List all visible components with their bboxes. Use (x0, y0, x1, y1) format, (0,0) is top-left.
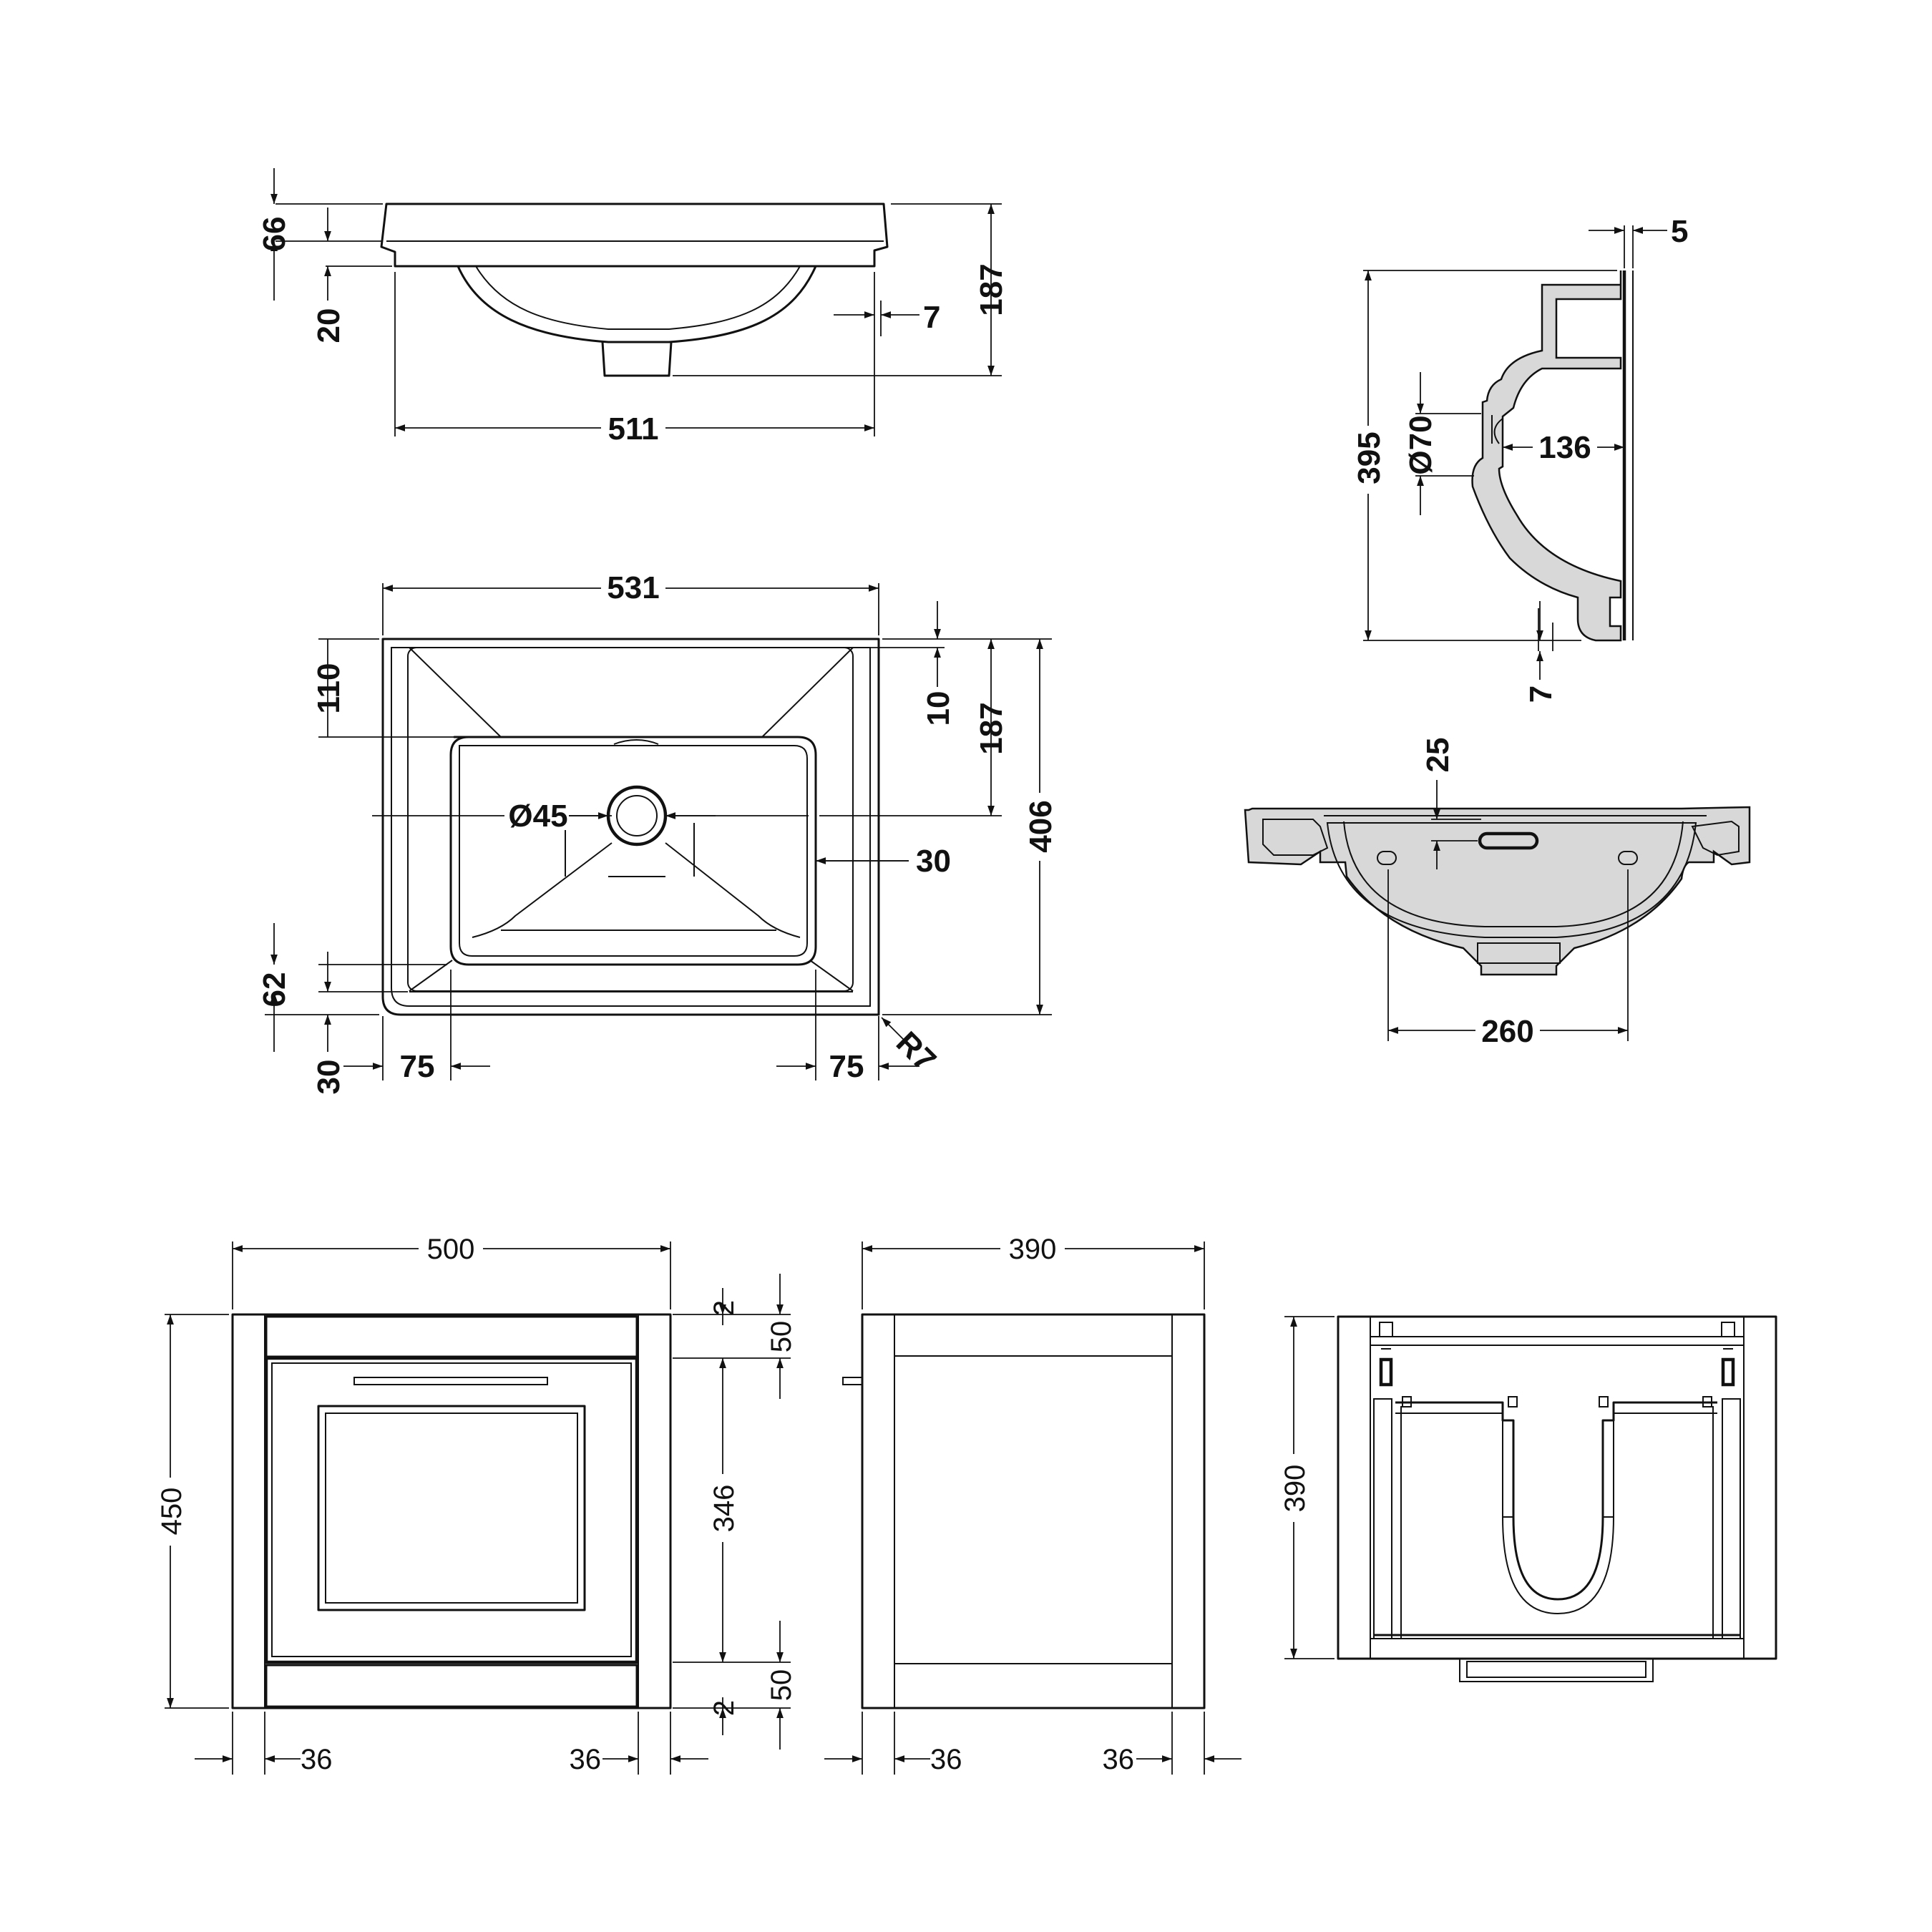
dim-346: 346 (708, 1485, 740, 1533)
basin-front-waste (601, 341, 673, 377)
dim-2-bottom: 2 (708, 1700, 740, 1716)
dim-531: 531 (607, 570, 659, 605)
dim-187-front: 187 (974, 263, 1009, 316)
basin-front-outline (380, 203, 889, 268)
cabinet-top-rail (265, 1315, 638, 1358)
dim-10-plan: 10 (921, 691, 956, 726)
cabinet-side-outline (861, 1313, 1206, 1709)
dim-75-left: 75 (400, 1049, 435, 1084)
cabinet-front-view: 500 450 2 50 346 50 2 36 36 (155, 1232, 797, 1775)
dim-2-top: 2 (708, 1300, 740, 1316)
dim-395: 395 (1352, 431, 1387, 484)
door-handle (353, 1377, 548, 1385)
basin-side-section: 5 395 Ø70 136 7 (1351, 214, 1688, 703)
dim-50-top: 50 (766, 1321, 797, 1353)
dim-30-right: 30 (916, 844, 951, 879)
dim-25: 25 (1420, 738, 1455, 773)
dim-50-bottom: 50 (766, 1669, 797, 1702)
dim-dia70: Ø70 (1403, 415, 1438, 474)
dim-20: 20 (311, 308, 346, 343)
dim-390-side: 390 (1009, 1234, 1057, 1265)
dim-36-side-left: 36 (930, 1744, 962, 1775)
dim-30-bottom: 30 (311, 1060, 346, 1095)
dim-260: 260 (1481, 1014, 1533, 1049)
basin-section-hatched (1244, 806, 1751, 976)
dim-390-top: 390 (1279, 1465, 1311, 1513)
cabinet-top-outline (1337, 1315, 1777, 1660)
basin-plan-view: 531 110 10 187 406 Ø45 30 62 30 75 (257, 570, 1058, 1094)
dim-406: 406 (1023, 800, 1058, 852)
basin-front-view: 66 20 7 187 511 (257, 168, 1009, 447)
dim-36-side-right: 36 (1103, 1744, 1135, 1775)
dim-511: 511 (608, 411, 659, 447)
dim-dia45: Ø45 (508, 799, 567, 834)
dim-450: 450 (156, 1488, 187, 1536)
basin-front-bowl (457, 265, 817, 343)
dim-500: 500 (427, 1234, 475, 1265)
basin-plan-bowl (449, 736, 817, 966)
cabinet-door (264, 1356, 639, 1664)
door-panel (317, 1405, 586, 1611)
dim-110: 110 (311, 663, 346, 714)
dim-7-front: 7 (923, 300, 940, 335)
dim-36-front-left: 36 (301, 1744, 333, 1775)
drawer-u-cutout (1395, 1401, 1717, 1601)
cabinet-side-view: 390 36 36 (824, 1232, 1241, 1775)
cabinet-front-outline (231, 1313, 672, 1709)
basin-plan-outline (381, 638, 880, 1016)
dim-187-plan: 187 (974, 702, 1009, 754)
dim-7-side: 7 (1523, 686, 1558, 703)
dim-36-front-right: 36 (570, 1744, 602, 1775)
dim-66: 66 (257, 217, 292, 252)
cabinet-top-view: 390 (1278, 1315, 1777, 1682)
dim-5: 5 (1671, 214, 1688, 249)
basin-side-hatched-section (1471, 270, 1622, 642)
basin-cross-section: 25 260 (1244, 738, 1751, 1049)
dim-136: 136 (1538, 430, 1591, 465)
dim-62: 62 (257, 972, 292, 1008)
dim-75-right: 75 (829, 1049, 864, 1084)
side-handle-stub (842, 1377, 863, 1385)
